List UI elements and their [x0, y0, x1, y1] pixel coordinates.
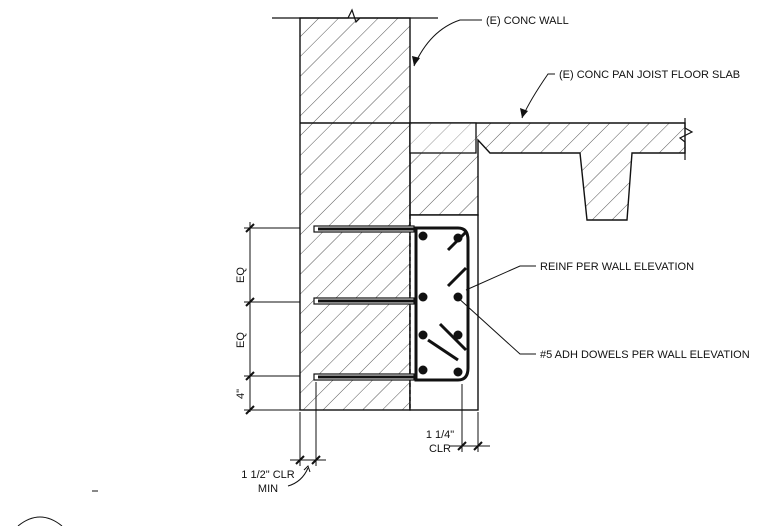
- detail-bubble-partial: [17, 516, 63, 526]
- label-dowels: #5 ADH DOWELS PER WALL ELEVATION: [540, 349, 750, 361]
- wall-break-line: [272, 8, 438, 24]
- jacket-clr-text: CLR: [429, 443, 451, 455]
- dim-bottom: 4": [235, 389, 247, 399]
- wall-clr-min: MIN: [258, 483, 278, 495]
- label-floor-slab: (E) CONC PAN JOIST FLOOR SLAB: [559, 69, 740, 81]
- stirrup-ties: [414, 226, 470, 382]
- vertical-dimension: [244, 222, 300, 415]
- wall-clr-label: 1 1/2" CLR: [241, 469, 294, 481]
- rebar-dots: [418, 231, 463, 377]
- dim-eq-upper: EQ: [235, 267, 247, 283]
- jacket-clr-label: 1 1/4": [426, 429, 454, 441]
- floor-slab: [409, 118, 694, 221]
- label-conc-wall: (E) CONC WALL: [486, 15, 569, 27]
- label-reinf: REINF PER WALL ELEVATION: [540, 261, 694, 273]
- wall-clear-dimension: [287, 382, 326, 487]
- jacket-clear-dimension: [450, 384, 490, 452]
- leader-arrowheads: [412, 56, 528, 118]
- existing-wall: [299, 17, 411, 411]
- dim-eq-lower: EQ: [235, 332, 247, 348]
- adhesive-dowels: [313, 225, 415, 381]
